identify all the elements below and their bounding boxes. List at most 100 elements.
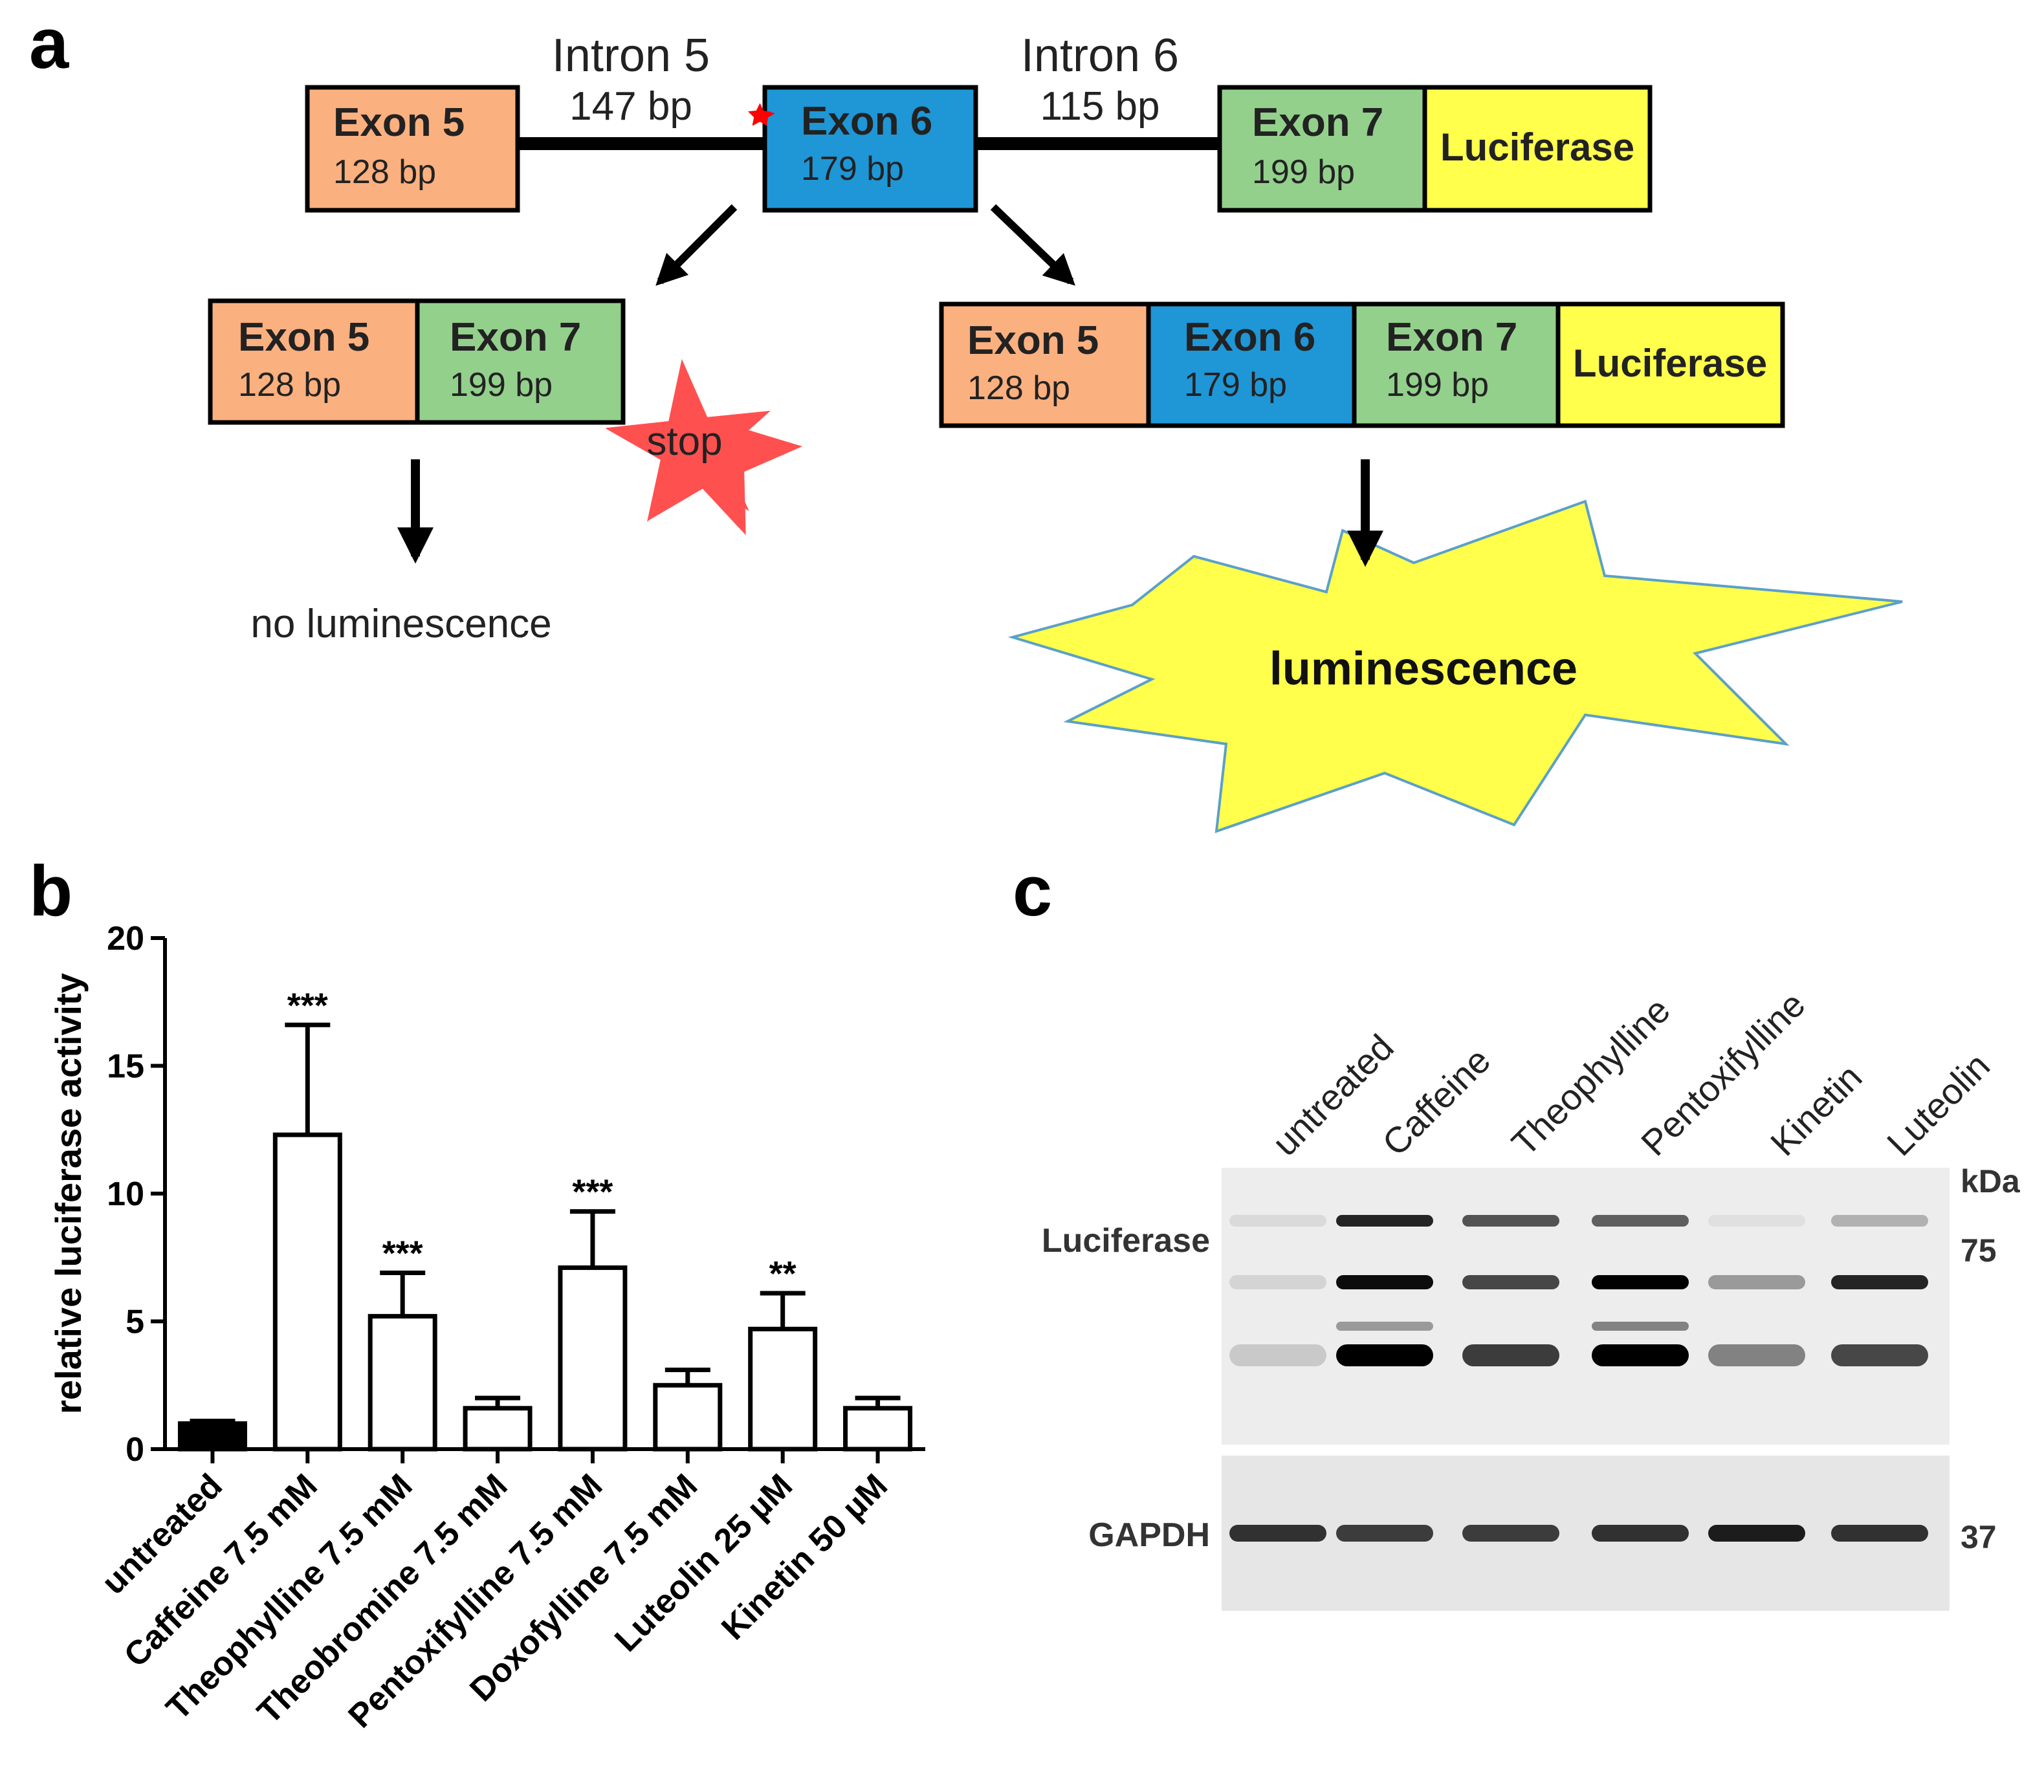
blot-band: [1592, 1322, 1689, 1331]
blot-band: [1229, 1275, 1326, 1289]
luciferase-label: Luciferase: [1573, 342, 1767, 385]
included-construct: Exon 5 128 bp Exon 6 179 bp Exon 7 199 b…: [939, 301, 1785, 428]
blot-band: [1229, 1344, 1326, 1366]
lane-label: untreated: [1264, 1027, 1401, 1164]
x-tick-label: Luteolin 25 µM: [608, 1467, 800, 1659]
panel-a: a Intron 5 147 bp Intron 6 115 bp Exon 5…: [29, 4, 1903, 833]
luciferase-bands: [1229, 1215, 1928, 1366]
blot-band: [1336, 1275, 1433, 1289]
mutation-burst-icon: [748, 103, 775, 126]
no-luminescence-label: no luminescence: [250, 602, 551, 646]
row-label-luciferase: Luciferase: [1042, 1222, 1210, 1260]
blot-band: [1831, 1275, 1928, 1289]
exon7-name: Exon 7: [450, 315, 581, 360]
exon7-size: 199 bp: [1252, 153, 1355, 191]
significance-label: ***: [382, 1234, 423, 1273]
y-tick-label: 20: [107, 920, 144, 957]
gapdh-bands: [1229, 1525, 1928, 1542]
exon6-name: Exon 6: [1184, 315, 1315, 360]
bar: [368, 1314, 437, 1452]
lane-label: Luteolin: [1879, 1045, 1997, 1163]
luciferase-label: Luciferase: [1440, 126, 1634, 169]
bar: [272, 1132, 342, 1452]
blot-band: [1708, 1275, 1805, 1289]
blot-band: [1831, 1215, 1928, 1227]
luminescence-label: luminescence: [1269, 643, 1577, 695]
y-tick-label: 5: [126, 1304, 144, 1341]
blot-band: [1592, 1215, 1689, 1227]
exon5-size: 128 bp: [333, 153, 436, 191]
exon6-name: Exon 6: [801, 99, 932, 144]
gapdh-band: [1229, 1525, 1326, 1542]
y-tick-label: 10: [107, 1175, 144, 1213]
intron6-size: 115 bp: [1040, 84, 1159, 129]
panel-c: c untreated Caffeine Theophylline Pentox…: [1013, 851, 2021, 1611]
exon7-size: 199 bp: [1386, 366, 1489, 404]
panel-c-label: c: [1013, 851, 1052, 931]
intron6-label: Intron 6: [1021, 30, 1179, 82]
exon6-box-top: Exon 6 179 bp: [762, 85, 978, 213]
exon5-size: 128 bp: [238, 366, 341, 404]
blot-band: [1229, 1215, 1326, 1227]
skip-arrow: [655, 204, 738, 286]
exon5-box-top: Exon 5 128 bp: [305, 85, 520, 213]
blot-band: [1592, 1344, 1689, 1366]
stop-label: stop: [646, 419, 722, 464]
blot-band: [1336, 1322, 1433, 1331]
blot-band: [1592, 1275, 1689, 1289]
stop-burst-icon: [605, 358, 802, 536]
y-tick-label: 0: [126, 1431, 144, 1469]
blot-band: [1708, 1215, 1805, 1227]
blot-band: [1462, 1344, 1559, 1366]
kda-37: 37: [1961, 1519, 1997, 1555]
gapdh-band: [1592, 1525, 1689, 1542]
significance-label: ***: [287, 986, 328, 1025]
blot-band: [1462, 1215, 1559, 1227]
kda-header: kDa: [1961, 1163, 2021, 1199]
x-tick-label: Kinetin 50 µM: [714, 1467, 895, 1647]
blot-band: [1462, 1275, 1559, 1289]
exon7-name: Exon 7: [1252, 100, 1383, 145]
blot-band: [1831, 1344, 1928, 1366]
bar: [748, 1326, 818, 1452]
panel-b-label: b: [29, 851, 72, 931]
bar: [177, 1421, 247, 1452]
blot-band: [1708, 1344, 1805, 1366]
stop-burst: stop: [605, 358, 802, 536]
bar: [558, 1265, 628, 1452]
significance-label: ***: [572, 1173, 613, 1212]
luciferase-blot: [1222, 1168, 1950, 1445]
exon7-box-top: Exon 7 199 bp: [1217, 85, 1427, 213]
bar: [843, 1406, 913, 1452]
blot-band: [1336, 1344, 1433, 1366]
luciferase-box-top: Luciferase: [1422, 85, 1653, 213]
skipped-construct: Exon 5 128 bp Exon 7 199 bp: [208, 298, 626, 425]
exon5-size: 128 bp: [967, 369, 1070, 407]
gapdh-blot: [1222, 1456, 1950, 1611]
include-arrow: [990, 204, 1075, 286]
significance-label: **: [769, 1254, 797, 1293]
gapdh-band: [1708, 1525, 1805, 1542]
exon6-size: 179 bp: [801, 150, 904, 188]
intron5-label: Intron 5: [552, 30, 710, 82]
y-axis-label: relative luciferase activity: [48, 973, 89, 1414]
gapdh-band: [1336, 1525, 1433, 1542]
row-label-gapdh: GAPDH: [1088, 1516, 1210, 1554]
gapdh-band: [1462, 1525, 1559, 1542]
exon5-name: Exon 5: [967, 318, 1099, 363]
lane-label: Kinetin: [1763, 1056, 1870, 1164]
gapdh-band: [1831, 1525, 1928, 1542]
blot-band: [1336, 1215, 1433, 1227]
panel-a-label: a: [29, 4, 69, 83]
exon5-name: Exon 5: [238, 315, 369, 360]
exon7-name: Exon 7: [1386, 315, 1517, 360]
top-construct: Intron 5 147 bp Intron 6 115 bp Exon 5 1…: [305, 30, 1653, 213]
y-tick-label: 15: [107, 1048, 144, 1086]
bar: [653, 1382, 723, 1452]
exon5-name: Exon 5: [333, 100, 465, 145]
bar: [463, 1406, 533, 1452]
exon6-size: 179 bp: [1184, 366, 1287, 404]
kda-75: 75: [1961, 1232, 1997, 1269]
